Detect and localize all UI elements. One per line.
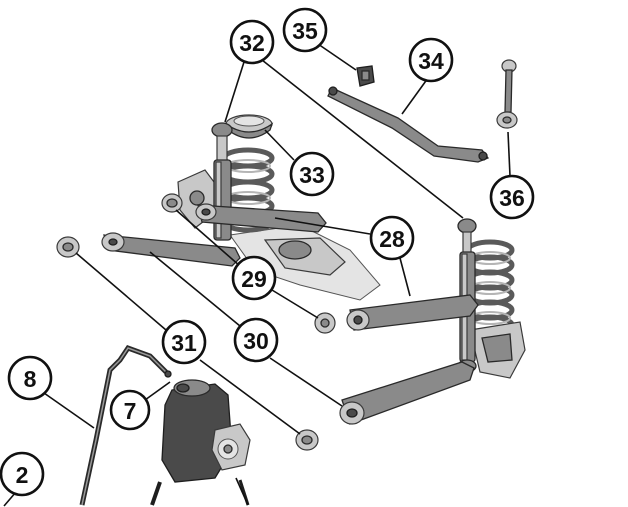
axle-end-right xyxy=(469,321,526,379)
callout-2: 2 xyxy=(0,451,45,497)
callout-32: 32 xyxy=(229,19,275,65)
brake-hose xyxy=(79,344,172,506)
bushing-29-right xyxy=(314,312,336,334)
callout-33: 33 xyxy=(289,151,335,197)
callout-31: 31 xyxy=(161,319,207,365)
brake-caliper-unit xyxy=(150,379,251,506)
upper-control-arm-left xyxy=(195,203,327,233)
stabilizer-bar xyxy=(327,86,490,163)
bushing-upper-29 xyxy=(161,193,183,213)
callout-34: 34 xyxy=(408,37,454,83)
lower-control-arm-right xyxy=(339,361,475,425)
callout-7: 7 xyxy=(109,389,151,431)
bushing-31-bottom xyxy=(295,429,319,451)
callout-29: 29 xyxy=(231,255,277,301)
callout-29-label: 29 xyxy=(241,266,267,292)
stabilizer-link xyxy=(496,59,518,129)
callout-8-label: 8 xyxy=(24,366,37,392)
callout-28: 28 xyxy=(369,215,415,261)
callout-34-label: 34 xyxy=(418,48,444,74)
callout-8: 8 xyxy=(7,355,53,401)
callout-36: 36 xyxy=(489,174,535,220)
bushing-31-left xyxy=(56,236,80,258)
axle-housing xyxy=(229,224,381,301)
callout-36-label: 36 xyxy=(499,185,525,211)
callout-35-label: 35 xyxy=(292,18,318,44)
bar-clip xyxy=(356,65,375,87)
callout-28-label: 28 xyxy=(379,226,405,252)
callout-33-label: 33 xyxy=(299,162,325,188)
callout-30-label: 30 xyxy=(243,328,269,354)
upper-control-arm-right xyxy=(346,294,479,331)
callout-31-label: 31 xyxy=(171,330,197,356)
callout-35: 35 xyxy=(282,7,328,53)
callout-7-label: 7 xyxy=(124,398,137,424)
callout-2-label: 2 xyxy=(16,462,29,488)
callout-32-label: 32 xyxy=(239,30,265,56)
spring-isolator xyxy=(224,114,274,139)
callout-30: 30 xyxy=(233,317,279,363)
leader-lines xyxy=(3,43,511,507)
